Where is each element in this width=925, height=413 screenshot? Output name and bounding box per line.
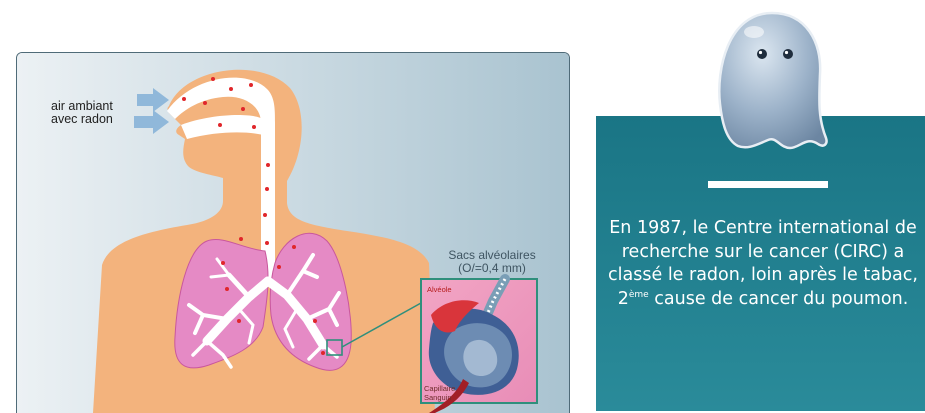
- alveolar-sacs-title: Sacs alvéolaires (O/=0,4 mm): [429, 249, 555, 275]
- capillary-label-line2: Sanguin: [424, 393, 455, 402]
- fact-text-end: cause de cancer du poumon.: [649, 289, 909, 309]
- panel-divider: [708, 181, 828, 188]
- ghost-icon: [706, 8, 838, 154]
- fact-text-superscript: ème: [629, 290, 649, 300]
- radon-fact-text: En 1987, le Centre international de rech…: [604, 217, 922, 311]
- capillary-label-line1: Capillaire: [424, 384, 455, 393]
- respiratory-illustration: air ambiant avec radon Sacs alvéolaires …: [16, 52, 570, 413]
- air-label-line2: avec radon: [51, 113, 113, 126]
- alveolar-sacs-size: (O/=0,4 mm): [429, 262, 555, 275]
- capillary-label: Capillaire Sanguin: [424, 384, 455, 402]
- alveole-label: Alvéole: [427, 285, 452, 294]
- air-label: air ambiant avec radon: [51, 100, 113, 126]
- info-panel: En 1987, le Centre international de rech…: [596, 116, 925, 411]
